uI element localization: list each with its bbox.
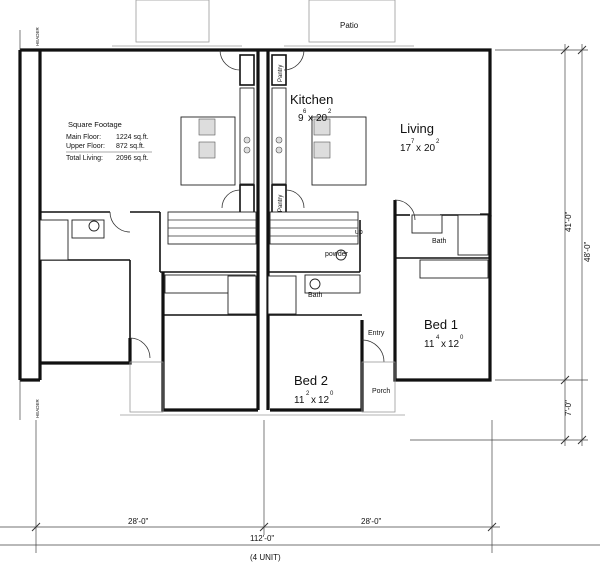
- bed1-size-sup-1: 4: [436, 335, 440, 341]
- height-upper-label: 41'-0": [564, 211, 573, 232]
- kitchen-size-1: 9: [298, 113, 304, 124]
- party-wall: [256, 50, 270, 410]
- header-marker-bottom: HEADER: [35, 398, 40, 418]
- entry-label: Entry: [368, 330, 385, 337]
- bath-center-label: Bath: [308, 292, 323, 299]
- patio-outlines: [112, 0, 414, 47]
- kitchen-size-sup-1: 6: [303, 109, 307, 115]
- door-swings: [109, 49, 416, 363]
- header-marker-top: HEADER: [35, 26, 40, 46]
- living-size: 17 7 x 20 2: [400, 139, 440, 154]
- bed1-name: Bed 1: [424, 317, 458, 332]
- living-size-sup-2: 2: [436, 139, 440, 145]
- patio-label: Patio: [340, 21, 359, 30]
- square-footage-table: Square Footage Main Floor: 1224 sq.ft. U…: [66, 120, 152, 162]
- living-size-2: 20: [424, 143, 436, 154]
- pantry-bottom-label: Pantry: [278, 195, 284, 212]
- bed2-size-2: 12: [318, 395, 330, 406]
- bed1-size-2: 12: [448, 339, 460, 350]
- bed2-size-1: 11: [294, 395, 305, 406]
- porch-label: Porch: [372, 388, 390, 395]
- bed1-size-sup-2: 0: [460, 335, 464, 341]
- horizontal-dimension-lines: [0, 420, 600, 553]
- square-footage-heading: Square Footage: [68, 120, 122, 129]
- living-size-sup-1: 7: [411, 139, 415, 145]
- living-size-1: 17: [400, 143, 412, 154]
- bath-right-label: Bath: [432, 238, 447, 245]
- vertical-dimension-lines: [410, 44, 588, 446]
- bed2-size-x: x: [311, 395, 316, 406]
- unit-right-width-label: 28'-0": [361, 517, 382, 526]
- total-living-value: 2096 sq.ft.: [116, 155, 149, 162]
- main-floor-label: Main Floor:: [66, 134, 101, 141]
- living-name: Living: [400, 121, 434, 136]
- bath-fixtures: [39, 214, 489, 315]
- kitchen-size-2: 20: [316, 113, 328, 124]
- kitchen-size-sup-2: 2: [328, 109, 332, 115]
- bed2-size: 11 2 x 12 0: [294, 391, 334, 406]
- powder-label: powder: [325, 251, 349, 258]
- unit-left-width-label: 28'-0": [128, 517, 149, 526]
- kitchen-name: Kitchen: [290, 92, 333, 107]
- porch-outlines: [120, 361, 405, 416]
- overall-width-note: (4 UNIT): [250, 553, 281, 562]
- height-porch-label: 7'-0": [564, 400, 573, 416]
- height-total-label: 48'-0": [583, 241, 592, 262]
- bed1-size-1: 11: [424, 339, 435, 350]
- bed2-name: Bed 2: [294, 373, 328, 388]
- up-label: up: [355, 229, 363, 236]
- bed1-size-x: x: [441, 339, 446, 350]
- kitchen-size-x: x: [308, 113, 313, 124]
- bed2-size-sup-1: 2: [306, 391, 310, 397]
- interior-walls: [40, 54, 490, 338]
- total-living-label: Total Living:: [66, 155, 103, 162]
- main-floor-value: 1224 sq.ft.: [116, 134, 149, 141]
- pantry-top-label: Pantry: [278, 65, 284, 82]
- stairs: [167, 211, 359, 245]
- kitchen-fixtures: [180, 87, 367, 186]
- bed1-size: 11 4 x 12 0: [424, 335, 464, 350]
- upper-floor-value: 872 sq.ft.: [116, 143, 145, 150]
- bed2-size-sup-2: 0: [330, 391, 334, 397]
- kitchen-size: 9 6 x 20 2: [298, 109, 332, 124]
- upper-floor-label: Upper Floor:: [66, 143, 105, 150]
- overall-width-label: 112'-0": [250, 534, 274, 543]
- living-size-x: x: [416, 143, 421, 154]
